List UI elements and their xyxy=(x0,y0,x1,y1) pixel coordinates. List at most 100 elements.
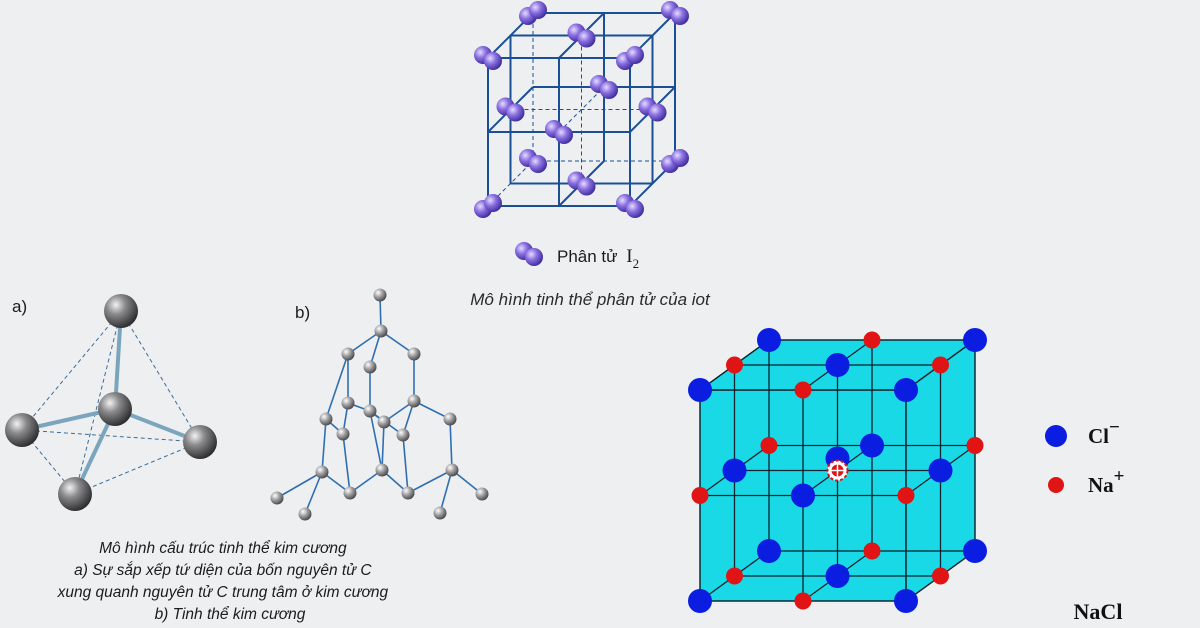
sodium-ion xyxy=(726,567,743,585)
iodine-molecule xyxy=(616,46,644,70)
iodine-molecule xyxy=(545,120,573,144)
diamond-carbon-atom xyxy=(363,360,377,374)
diamond-carbon-atom xyxy=(445,463,459,477)
chloride-ion xyxy=(860,433,884,458)
sodium-ion xyxy=(863,331,881,349)
sodium-ion xyxy=(760,437,778,454)
legend-sodium-symbol: Na xyxy=(1088,473,1114,497)
chloride-ion-icon xyxy=(1045,425,1067,447)
chloride-ion xyxy=(688,378,712,402)
iodine-molecule xyxy=(496,97,525,122)
diamond-caption-line-3: xung quanh nguyên tử C trung tâm ở kim c… xyxy=(57,584,389,601)
sodium-ion xyxy=(932,356,949,374)
sodium-ion-icon xyxy=(1048,477,1064,493)
carbon-atom-right xyxy=(183,425,217,459)
diamond-carbon-atom xyxy=(373,288,387,302)
diamond-bond xyxy=(380,330,415,355)
diamond-bond xyxy=(439,469,453,514)
iodine-legend: Phân tử I2 xyxy=(515,242,639,271)
diamond-carbon-atom xyxy=(343,486,357,500)
chloride-ion xyxy=(757,539,781,563)
legend-sodium-charge: + xyxy=(1114,466,1125,487)
nacl-legend: Cl− Na+ xyxy=(1045,417,1125,497)
nacl-title: NaCl xyxy=(1074,599,1123,624)
iodine-molecule xyxy=(519,1,547,25)
diamond-carbon-atom xyxy=(374,324,388,338)
chloride-ion xyxy=(688,589,712,613)
chloride-ion xyxy=(791,483,815,508)
diamond-carbon-atom xyxy=(375,463,389,477)
diamond-carbon-atom xyxy=(433,506,447,520)
sodium-ion xyxy=(794,381,812,399)
diamond-caption-line-1: Mô hình cấu trúc tinh thể kim cương xyxy=(99,540,347,557)
central-sodium-ion xyxy=(826,459,849,482)
diamond-bond xyxy=(325,353,349,420)
nacl-ions xyxy=(688,328,987,613)
chloride-ion xyxy=(928,458,953,483)
diamond-carbon-atom xyxy=(336,427,350,441)
diamond-bond xyxy=(449,418,453,471)
chloride-ion xyxy=(757,328,781,352)
diamond-carbon-atom xyxy=(407,394,421,408)
chloride-ion xyxy=(722,458,747,483)
chloride-ion xyxy=(963,328,987,352)
diamond-carbon-atom xyxy=(363,404,377,418)
carbon-atom-bottom xyxy=(58,477,92,511)
diamond-caption-line-4: b) Tinh thể kim cương xyxy=(155,606,306,623)
diamond-carbon-atom xyxy=(270,491,284,505)
iodine-molecule xyxy=(661,149,689,173)
diamond-caption: Mô hình cấu trúc tinh thể kim cương a) S… xyxy=(57,540,393,623)
diamond-bond xyxy=(349,469,383,494)
diamond-label-b: b) xyxy=(295,303,310,322)
carbon-atom-center xyxy=(98,392,132,426)
diamond-bond xyxy=(342,433,351,494)
iodine-molecule xyxy=(474,194,502,218)
chloride-ion xyxy=(825,564,850,588)
diamond-bond xyxy=(369,410,383,471)
sodium-ion xyxy=(966,437,984,454)
iodine-legend-label: Phân tử xyxy=(557,247,618,266)
svg-text:Na+: Na+ xyxy=(1088,466,1125,497)
diamond-label-a: a) xyxy=(12,297,27,316)
chloride-ion xyxy=(894,378,918,402)
legend-chloride-charge: − xyxy=(1109,417,1120,438)
carbon-atom-left xyxy=(5,413,39,447)
iodine-molecule xyxy=(616,194,644,218)
diamond-crystal-atoms xyxy=(270,288,489,521)
diamond-bond xyxy=(407,469,453,494)
diamond-bond xyxy=(276,471,323,499)
carbon-atom-top xyxy=(104,294,138,328)
diamond-carbon-atom xyxy=(401,486,415,500)
iodine-molecule xyxy=(567,171,596,196)
diamond-bond xyxy=(304,471,323,515)
lattice-line xyxy=(558,86,605,133)
diamond-bond xyxy=(381,421,385,471)
diamond-carbon-atom xyxy=(341,347,355,361)
sodium-ion xyxy=(932,567,949,585)
diamond-carbon-atom xyxy=(396,428,410,442)
diamond-carbon-atom xyxy=(298,507,312,521)
chloride-ion xyxy=(825,353,850,377)
diamond-carbon-atom xyxy=(319,412,333,426)
diamond-bond xyxy=(402,434,409,494)
legend-chloride: Cl− xyxy=(1045,417,1120,448)
sodium-ion xyxy=(897,487,915,504)
diamond-carbon-atom xyxy=(475,487,489,501)
iodine-legend-subscript: 2 xyxy=(633,256,640,271)
legend-sodium: Na+ xyxy=(1048,466,1125,497)
diamond-carbon-atom xyxy=(315,465,329,479)
iodine-molecule xyxy=(567,23,596,48)
iodine-molecule xyxy=(661,1,689,25)
diamond-carbon-atom xyxy=(377,415,391,429)
sodium-ion xyxy=(863,542,881,560)
iodine-legend-molecule-icon xyxy=(515,242,543,266)
iodine-molecule xyxy=(519,149,547,173)
legend-chloride-symbol: Cl xyxy=(1088,424,1109,448)
diamond-carbon-atom xyxy=(407,347,421,361)
sodium-ion xyxy=(726,356,743,374)
diamond-bond xyxy=(347,330,382,355)
iodine-molecules xyxy=(474,1,689,218)
iodine-molecule xyxy=(638,97,667,122)
chloride-ion xyxy=(894,589,918,613)
iodine-legend-formula: I xyxy=(626,246,632,267)
